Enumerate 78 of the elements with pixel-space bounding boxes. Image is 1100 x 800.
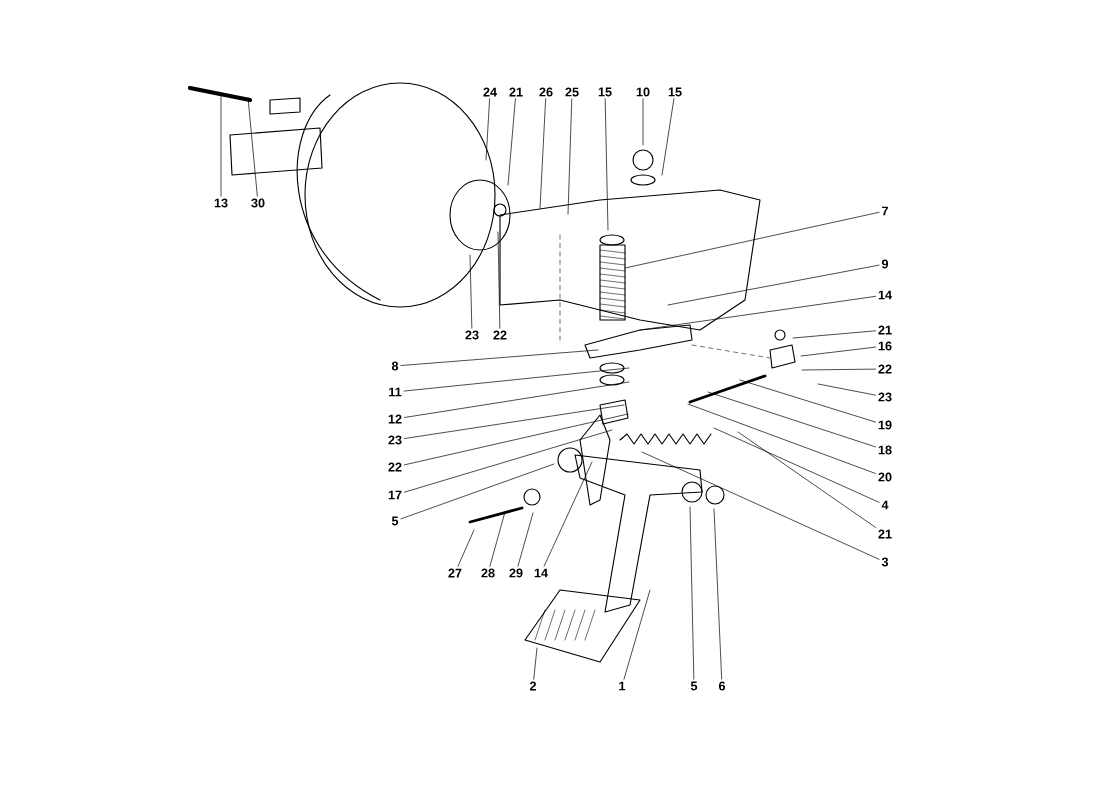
- callout-number: 13: [214, 198, 228, 208]
- leader-line: [220, 94, 222, 197]
- callout-number: 15: [668, 87, 682, 97]
- callout-number: 16: [878, 341, 892, 351]
- callout-number: 22: [878, 364, 892, 374]
- callout-number: 11: [389, 387, 402, 397]
- callout-number: 23: [465, 330, 479, 340]
- callout-number: 27: [448, 568, 462, 578]
- leader-line: [400, 349, 599, 366]
- leader-line: [567, 98, 573, 215]
- leader-line: [404, 404, 625, 439]
- callout-number: 14: [534, 568, 548, 578]
- leader-line: [517, 512, 534, 567]
- leader-line: [739, 379, 876, 423]
- leader-line: [667, 264, 880, 306]
- callout-number: 15: [598, 87, 612, 97]
- leader-line: [539, 98, 546, 209]
- callout-number: 21: [509, 87, 523, 97]
- leader-line: [403, 367, 630, 392]
- leader-line: [489, 511, 506, 567]
- leader-line: [247, 97, 258, 197]
- leader-line: [457, 529, 475, 567]
- leader-line: [404, 429, 613, 493]
- callout-number: 4: [881, 500, 889, 510]
- callout-number: 5: [391, 516, 399, 526]
- leader-line: [533, 647, 538, 680]
- leader-line: [400, 463, 555, 520]
- leader-line: [497, 231, 501, 329]
- leader-line: [817, 383, 876, 396]
- leader-line: [713, 427, 880, 503]
- leader-line: [639, 296, 876, 331]
- leader-line: [801, 368, 876, 371]
- callout-number: 10: [636, 87, 650, 97]
- callout-number: 22: [388, 462, 402, 472]
- leader-line: [507, 98, 516, 186]
- leader-line: [404, 413, 629, 466]
- callout-number: 3: [881, 557, 889, 567]
- callout-number: 30: [251, 198, 265, 208]
- callout-number: 23: [388, 435, 402, 445]
- leader-line: [641, 451, 880, 560]
- leader-line: [404, 381, 630, 418]
- callout-number: 17: [388, 490, 402, 500]
- leader-line: [623, 589, 651, 680]
- callout-number: 14: [878, 290, 892, 300]
- callout-number: 8: [391, 361, 399, 371]
- callout-number: 25: [565, 87, 579, 97]
- callout-number: 23: [878, 392, 892, 402]
- leader-line: [800, 346, 876, 357]
- callout-number: 21: [878, 529, 892, 539]
- leader-line: [624, 211, 880, 269]
- callout-number: 29: [509, 568, 523, 578]
- callout-number: 12: [388, 414, 402, 424]
- callout-number: 18: [878, 445, 892, 455]
- leader-line: [689, 506, 695, 680]
- leader-line: [661, 98, 675, 176]
- callout-number: 28: [481, 568, 495, 578]
- callout-number: 24: [483, 87, 497, 97]
- leader-line: [792, 330, 876, 339]
- leader-line: [604, 98, 609, 231]
- callout-number: 9: [881, 259, 889, 269]
- callout-number: 20: [878, 472, 892, 482]
- callout-number: 7: [882, 206, 888, 216]
- leader-line: [642, 98, 644, 146]
- leader-line: [485, 98, 490, 161]
- leader-line: [469, 254, 473, 329]
- leader-line: [543, 461, 593, 567]
- callout-number: 1: [619, 681, 626, 691]
- callout-number: 26: [539, 87, 553, 97]
- callout-number: 6: [718, 681, 726, 691]
- leader-line: [707, 391, 876, 448]
- leader-line: [713, 508, 723, 680]
- leader-line: [737, 431, 876, 528]
- callout-number: 21: [878, 325, 892, 335]
- callout-number: 2: [529, 681, 536, 691]
- leader-line: [687, 403, 876, 474]
- callout-number: 19: [878, 420, 892, 430]
- callout-number: 5: [690, 681, 698, 691]
- callout-number: 22: [493, 330, 507, 340]
